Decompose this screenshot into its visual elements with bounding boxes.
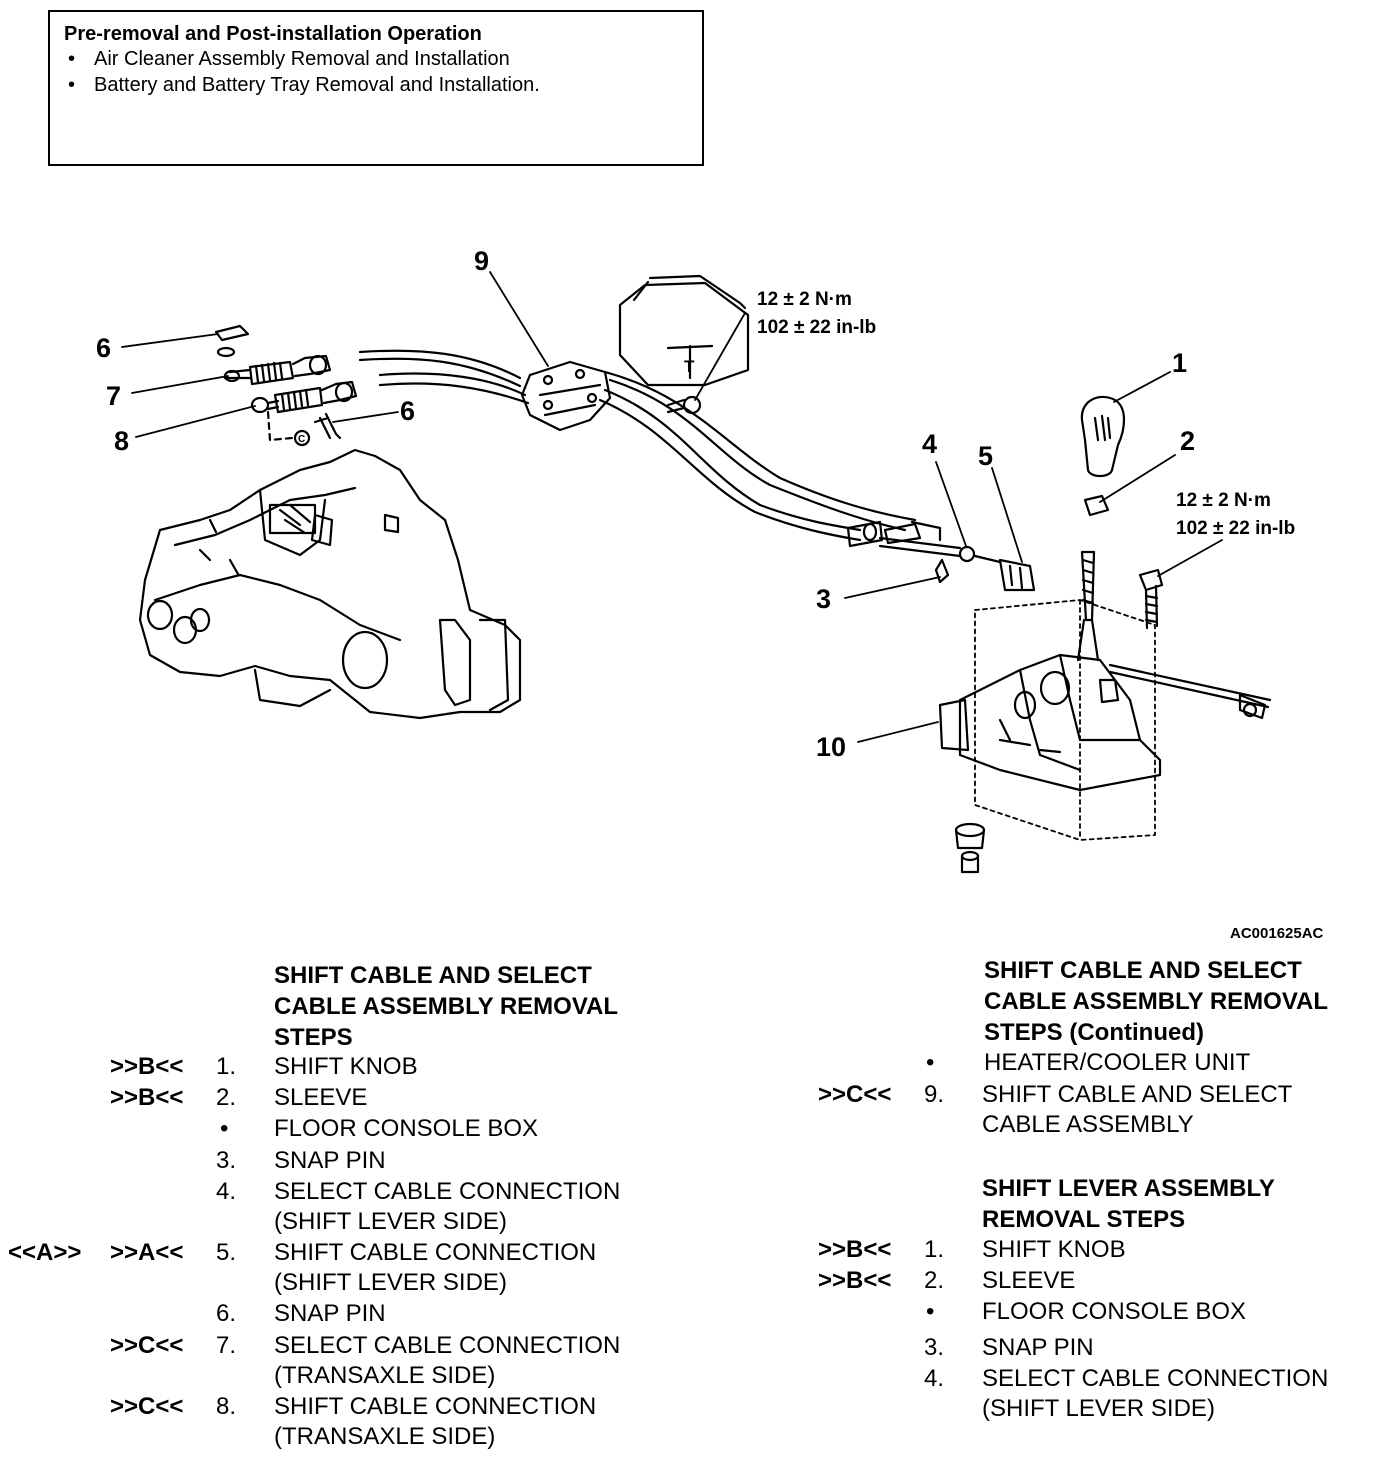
step-number: 2. xyxy=(924,1267,945,1294)
heading-line: SHIFT CABLE AND SELECT xyxy=(984,957,1302,984)
exploded-diagram: 6 7 8 6 9 1 2 4 5 3 10 T C xyxy=(96,246,1272,874)
cable-drawing xyxy=(214,324,1036,592)
step-code: >>C<< xyxy=(110,1393,184,1420)
torque-label-bracket: 12 ± 2 N·m 102 ± 22 in-lb xyxy=(757,286,876,342)
left-heading: SHIFT CABLE AND SELECT CABLE ASSEMBLY RE… xyxy=(274,960,618,1053)
step-label: SNAP PIN xyxy=(982,1334,1094,1361)
torque-inlb: 102 ± 22 in-lb xyxy=(757,317,877,338)
callout-7: 7 xyxy=(106,381,121,411)
step-label: FLOOR CONSOLE BOX xyxy=(274,1115,539,1142)
pre-code: <<A>> xyxy=(8,1239,82,1266)
step-number: 9. xyxy=(924,1081,945,1108)
step-code: >>A<< xyxy=(110,1239,184,1266)
heading-line: STEPS (Continued) xyxy=(984,1019,1204,1046)
torque-inlb: 102 ± 22 in-lb xyxy=(1176,518,1296,539)
step-code: >>B<< xyxy=(110,1084,184,1111)
torque-symbol xyxy=(618,274,750,387)
step-label: SHIFT CABLE CONNECTION xyxy=(274,1239,597,1266)
step-bullet: • xyxy=(926,1298,935,1325)
step-label: SNAP PIN xyxy=(274,1147,386,1174)
bolt-drawing xyxy=(1138,568,1164,630)
step-number: 7. xyxy=(216,1332,237,1359)
shift-lever-assembly-drawing xyxy=(938,599,1272,841)
transaxle-drawing xyxy=(138,448,522,720)
step-label: SLEEVE xyxy=(274,1084,368,1111)
step-label: SHIFT KNOB xyxy=(982,1236,1126,1263)
callout-10: 10 xyxy=(816,732,846,762)
heading-line: STEPS xyxy=(274,1024,353,1051)
pre-removal-item: • Air Cleaner Assembly Removal and Insta… xyxy=(64,46,688,72)
right-heading: SHIFT CABLE AND SELECT CABLE ASSEMBLY RE… xyxy=(984,955,1328,1048)
bushing-drawing xyxy=(954,822,986,874)
step-label: SELECT CABLE CONNECTION xyxy=(274,1178,621,1205)
step-label: FLOOR CONSOLE BOX xyxy=(982,1298,1247,1325)
bullet: • xyxy=(68,48,76,70)
step-label: SHIFT KNOB xyxy=(274,1053,418,1080)
pre-removal-box: Pre-removal and Post-installation Operat… xyxy=(48,10,704,166)
step-number: 4. xyxy=(924,1365,945,1392)
torque-nm: 12 ± 2 N·m xyxy=(757,289,852,310)
pre-removal-item-text: Air Cleaner Assembly Removal and Install… xyxy=(94,48,510,70)
bracket-drawing xyxy=(520,360,702,432)
callout-6-upper: 6 xyxy=(96,333,111,363)
step-label-cont: (SHIFT LEVER SIDE) xyxy=(274,1208,507,1235)
step-label: SHIFT CABLE CONNECTION xyxy=(274,1393,597,1420)
step-number: 3. xyxy=(216,1147,237,1174)
step-label-cont: CABLE ASSEMBLY xyxy=(982,1111,1194,1138)
callout-1: 1 xyxy=(1172,348,1187,378)
pre-removal-item: • Battery and Battery Tray Removal and I… xyxy=(64,72,688,98)
heading-line: REMOVAL STEPS xyxy=(982,1206,1186,1233)
step-label: SNAP PIN xyxy=(274,1300,386,1327)
step-code: >>B<< xyxy=(818,1236,892,1263)
step-number: 2. xyxy=(216,1084,237,1111)
step-label: HEATER/COOLER UNIT xyxy=(984,1049,1251,1076)
callout-3: 3 xyxy=(816,584,831,614)
step-number: 1. xyxy=(216,1053,237,1080)
step-label: SELECT CABLE CONNECTION xyxy=(982,1365,1329,1392)
step-number: 1. xyxy=(924,1236,945,1263)
symbol-t: T xyxy=(684,357,695,376)
image-code: AC001625AC xyxy=(1230,925,1324,942)
step-number: 3. xyxy=(924,1334,945,1361)
step-label: SHIFT CABLE AND SELECT xyxy=(982,1081,1293,1108)
step-label-cont: (SHIFT LEVER SIDE) xyxy=(274,1269,507,1296)
step-label: SELECT CABLE CONNECTION xyxy=(274,1332,621,1359)
heading-line: CABLE ASSEMBLY REMOVAL xyxy=(984,988,1329,1015)
knob-drawing xyxy=(1076,395,1126,662)
step-label-cont: (SHIFT LEVER SIDE) xyxy=(982,1395,1215,1422)
pre-removal-item-text: Battery and Battery Tray Removal and Ins… xyxy=(94,74,540,96)
step-bullet: • xyxy=(926,1049,935,1076)
step-code: >>C<< xyxy=(110,1332,184,1359)
callout-6-lower: 6 xyxy=(400,396,415,426)
step-label-cont: (TRANSAXLE SIDE) xyxy=(274,1423,496,1450)
callout-4: 4 xyxy=(922,429,937,459)
heading-line: CABLE ASSEMBLY REMOVAL xyxy=(274,993,619,1020)
heading-line: SHIFT LEVER ASSEMBLY xyxy=(982,1175,1275,1202)
leader-lines xyxy=(121,271,1223,743)
step-number: 4. xyxy=(216,1178,237,1205)
heading-line: SHIFT CABLE AND SELECT xyxy=(274,962,592,989)
step-number: 8. xyxy=(216,1393,237,1420)
torque-nm: 12 ± 2 N·m xyxy=(1176,490,1271,511)
callout-2: 2 xyxy=(1180,426,1195,456)
step-bullet: • xyxy=(220,1115,229,1142)
step-label-cont: (TRANSAXLE SIDE) xyxy=(274,1362,496,1389)
step-code: >>B<< xyxy=(818,1267,892,1294)
pre-removal-title: Pre-removal and Post-installation Operat… xyxy=(64,23,482,45)
bullet: • xyxy=(68,74,76,96)
callout-9: 9 xyxy=(474,246,489,276)
torque-label-lever: 12 ± 2 N·m 102 ± 22 in-lb xyxy=(1176,487,1295,543)
callout-8: 8 xyxy=(114,426,129,456)
callout-5: 5 xyxy=(978,441,993,471)
right-heading-2: SHIFT LEVER ASSEMBLY REMOVAL STEPS xyxy=(982,1173,1275,1235)
step-code: >>C<< xyxy=(818,1081,892,1108)
step-number: 6. xyxy=(216,1300,237,1327)
step-label: SLEEVE xyxy=(982,1267,1076,1294)
step-code: >>B<< xyxy=(110,1053,184,1080)
step-number: 5. xyxy=(216,1239,237,1266)
symbol-c: C xyxy=(298,434,305,445)
